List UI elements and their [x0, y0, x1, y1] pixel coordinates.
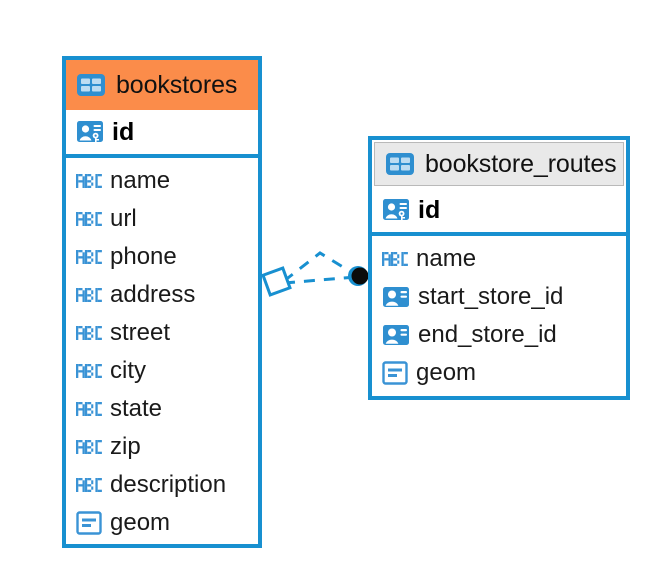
field-name: url — [110, 205, 137, 232]
field-name: id — [418, 195, 441, 224]
primary-key-icon — [77, 121, 103, 144]
field-row-primary-key[interactable]: id — [372, 188, 626, 236]
field-row-name[interactable]: name — [66, 162, 258, 200]
field-row-url[interactable]: url — [66, 200, 258, 238]
field-row-description[interactable]: description — [66, 466, 258, 504]
field-name: state — [110, 395, 163, 422]
relationship-line-fan — [283, 251, 357, 283]
field-row-address[interactable]: address — [66, 276, 258, 314]
text-type-icon — [76, 364, 102, 378]
field-list-bookstores: name url — [66, 158, 258, 546]
text-type-icon — [76, 478, 102, 492]
field-name: end_store_id — [418, 321, 557, 348]
field-name: start_store_id — [418, 283, 564, 310]
primary-key-icon — [383, 199, 409, 222]
foreign-key-icon — [383, 325, 409, 345]
field-name: name — [110, 167, 171, 194]
text-type-icon — [76, 174, 102, 188]
field-row-end-store-id[interactable]: end_store_id — [372, 316, 626, 354]
text-type-icon — [76, 326, 102, 340]
table-card-bookstore-routes[interactable]: bookstore_routes id — [368, 136, 630, 400]
geometry-type-icon — [382, 361, 408, 385]
field-name: address — [110, 281, 196, 308]
table-header-bookstores[interactable]: bookstores — [66, 60, 258, 110]
table-icon — [77, 74, 105, 96]
diamond-handle — [261, 266, 292, 297]
table-header-bookstore-routes[interactable]: bookstore_routes — [374, 142, 624, 186]
field-name: city — [110, 357, 146, 384]
filled-circle-handle — [348, 266, 369, 286]
field-name: name — [416, 245, 477, 272]
table-icon — [386, 153, 414, 175]
field-row-phone[interactable]: phone — [66, 238, 258, 276]
field-list-bookstore-routes: name start_store_id — [372, 236, 626, 396]
field-row-primary-key[interactable]: id — [66, 110, 258, 158]
field-row-street[interactable]: street — [66, 314, 258, 352]
table-title: bookstores — [116, 70, 238, 99]
text-type-icon — [76, 440, 102, 454]
table-card-bookstores[interactable]: bookstores id — [62, 56, 262, 548]
geometry-type-icon — [76, 511, 102, 535]
text-type-icon — [76, 288, 102, 302]
field-name: zip — [110, 433, 141, 460]
table-title: bookstore_routes — [425, 149, 617, 178]
foreign-key-icon — [383, 287, 409, 307]
text-type-icon — [382, 252, 408, 266]
field-name: phone — [110, 243, 177, 270]
field-name: id — [112, 117, 135, 146]
field-name: street — [110, 319, 171, 346]
text-type-icon — [76, 250, 102, 264]
relationship-line-middle — [283, 275, 357, 285]
text-type-icon — [76, 212, 102, 226]
field-row-geom[interactable]: geom — [372, 354, 626, 392]
field-row-name[interactable]: name — [372, 240, 626, 278]
text-type-icon — [76, 402, 102, 416]
field-row-geom[interactable]: geom — [66, 504, 258, 542]
field-row-state[interactable]: state — [66, 390, 258, 428]
field-row-city[interactable]: city — [66, 352, 258, 390]
field-name: geom — [416, 359, 477, 386]
field-row-zip[interactable]: zip — [66, 428, 258, 466]
field-name: description — [110, 471, 227, 498]
field-row-start-store-id[interactable]: start_store_id — [372, 278, 626, 316]
field-name: geom — [110, 509, 171, 536]
